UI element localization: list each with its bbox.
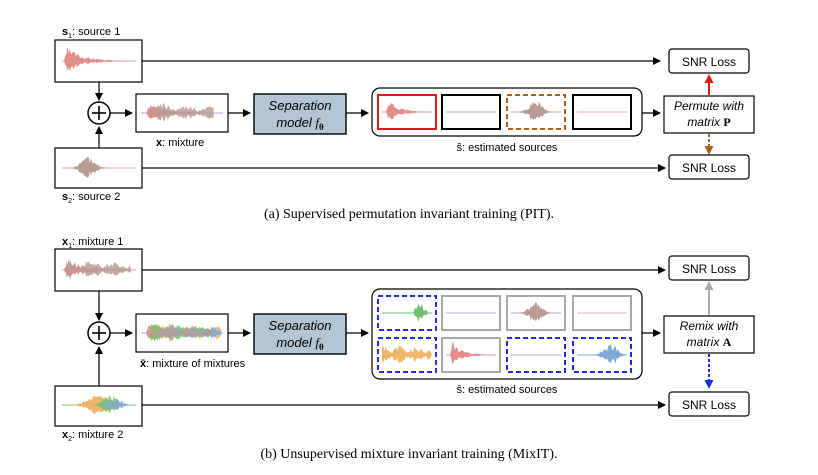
mixture2-waveform — [62, 395, 136, 415]
snr-loss-4-label: SNR Loss — [682, 398, 736, 412]
snr-loss-2-box — [668, 154, 750, 180]
remix-line2: matrix A — [687, 335, 732, 349]
estimate-3-waveform — [515, 101, 556, 121]
snr-loss-1-label: SNR Loss — [682, 55, 736, 69]
pit-caption: (a) Supervised permutation invariant tra… — [264, 207, 554, 222]
source1-waveform — [62, 47, 136, 72]
source2-label: s2: source 2 — [62, 191, 120, 205]
mixit-caption: (b) Unsupervised mixture invariant train… — [260, 447, 557, 462]
remix-line1: Remix with — [680, 319, 739, 333]
snr-loss-1-box — [668, 48, 750, 74]
snr-loss-4-box — [668, 391, 750, 417]
estimate-1-waveform — [386, 102, 432, 120]
mixture-waveform — [141, 102, 223, 122]
separation-model-box-2 — [253, 313, 347, 355]
separation-model-line1: Separation — [269, 98, 332, 113]
remix-box — [663, 315, 755, 354]
mixit-section: x1: mixture 1 x̄: mixture of mixtures — [54, 236, 755, 462]
mom-label: x̄: mixture of mixtures — [140, 358, 246, 370]
pit-section: s1: source 1 x: mixture — [54, 26, 755, 222]
source2-waveform — [62, 156, 136, 178]
add-icon — [87, 101, 111, 125]
separation-model-box — [253, 93, 347, 135]
separation-model-2-line1: Separation — [269, 318, 332, 333]
mom-waveform — [141, 323, 223, 343]
permute-box — [663, 95, 755, 134]
estimated-sources-label: ŝ: estimated sources — [457, 142, 558, 154]
mixture1-waveform — [62, 259, 136, 281]
mixture-label: x: mixture — [156, 137, 204, 149]
permute-line1: Permute with — [674, 99, 744, 113]
snr-loss-3-label: SNR Loss — [682, 262, 736, 276]
snr-loss-3-box — [668, 255, 750, 281]
source1-label: s1: source 1 — [62, 26, 120, 40]
mixture1-label: x1: mixture 1 — [62, 236, 123, 250]
separation-model-2-line2: model fθ — [276, 335, 324, 352]
add-icon-2 — [87, 321, 111, 345]
separation-model-line2: model fθ — [276, 115, 324, 132]
permute-line2: matrix P — [687, 115, 730, 129]
mixture2-label: x2: mixture 2 — [62, 429, 123, 443]
estimated-sources-label-2: ŝ: estimated sources — [457, 384, 558, 396]
snr-loss-2-label: SNR Loss — [682, 161, 736, 175]
